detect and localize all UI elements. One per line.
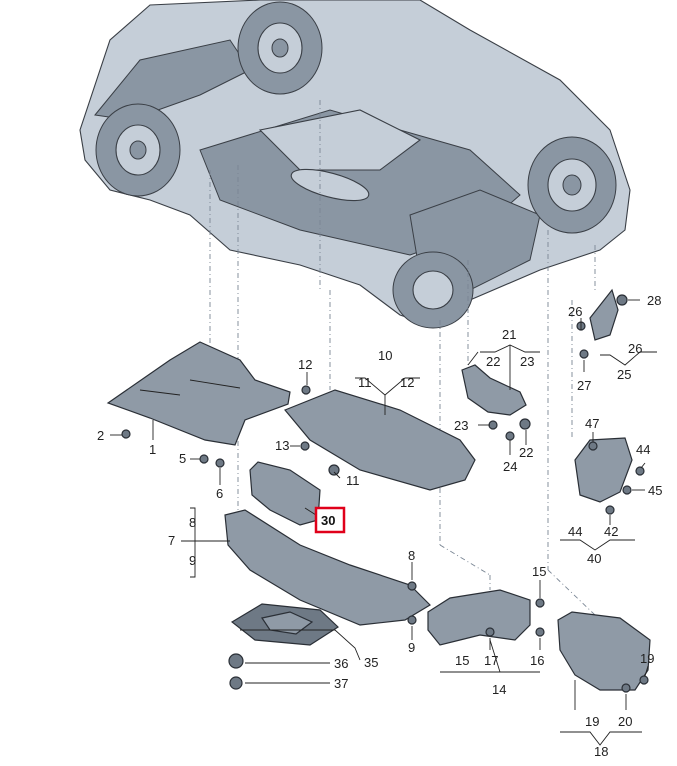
label-28: 28: [647, 293, 661, 308]
label-2: 2: [97, 428, 104, 443]
highlight-box-30: [314, 506, 346, 534]
label-23a: 23: [520, 354, 534, 369]
label-9a: 9: [189, 553, 196, 568]
label-47: 47: [585, 416, 599, 431]
label-36: 36: [334, 656, 348, 671]
label-19b: 19: [640, 651, 654, 666]
label-16: 16: [530, 653, 544, 668]
dashed-guides: [209, 100, 596, 616]
label-45: 45: [648, 483, 662, 498]
label-13: 13: [275, 438, 289, 453]
label-11b: 11: [346, 473, 360, 488]
part-21-bracket: [461, 364, 527, 416]
label-20: 20: [618, 714, 632, 729]
part-35-plate: [230, 603, 339, 646]
label-22b: 22: [519, 445, 533, 460]
label-15a: 15: [455, 653, 469, 668]
leader-lines: [110, 299, 657, 746]
label-25: 25: [617, 367, 631, 382]
label-37: 37: [334, 676, 348, 691]
label-1: 1: [149, 442, 156, 457]
label-14: 14: [492, 682, 506, 697]
label-12a: 12: [400, 375, 414, 390]
label-18: 18: [594, 744, 608, 759]
part-10-center-panel: [284, 389, 476, 491]
fasteners: [121, 294, 649, 693]
car-underbody: [79, 0, 631, 329]
label-9b: 9: [408, 640, 415, 655]
label-44b: 44: [568, 524, 582, 539]
label-11a: 11: [358, 375, 372, 390]
label-40: 40: [587, 551, 601, 566]
label-24: 24: [503, 459, 517, 474]
label-19a: 19: [585, 714, 599, 729]
part-25-bracket: [589, 288, 619, 341]
label-44a: 44: [636, 442, 650, 457]
callout-labels: 2 1 5 6 8 7 9 8 9 10 11 12 12 13 11 30 3…: [97, 293, 662, 759]
label-26b: 26: [628, 341, 642, 356]
label-26a: 26: [568, 304, 582, 319]
part-1-front-panel: [106, 341, 291, 446]
label-15b: 15: [532, 564, 546, 579]
label-10: 10: [378, 348, 392, 363]
part-40-bracket: [574, 437, 633, 503]
label-17: 17: [484, 653, 498, 668]
label-8a: 8: [189, 515, 196, 530]
part-14-bracket: [427, 589, 531, 646]
label-8b: 8: [408, 548, 415, 563]
label-27: 27: [577, 378, 591, 393]
part-18-rear-panel: [557, 611, 651, 691]
part-30-cover: [249, 461, 321, 526]
label-7: 7: [168, 533, 175, 548]
label-30: 30: [321, 513, 335, 528]
label-42: 42: [604, 524, 618, 539]
label-12b: 12: [298, 357, 312, 372]
label-23b: 23: [454, 418, 468, 433]
label-22a: 22: [486, 354, 500, 369]
label-35: 35: [364, 655, 378, 670]
label-5: 5: [179, 451, 186, 466]
label-6: 6: [216, 486, 223, 501]
part-7-long-panel: [224, 509, 431, 626]
label-21: 21: [502, 327, 516, 342]
